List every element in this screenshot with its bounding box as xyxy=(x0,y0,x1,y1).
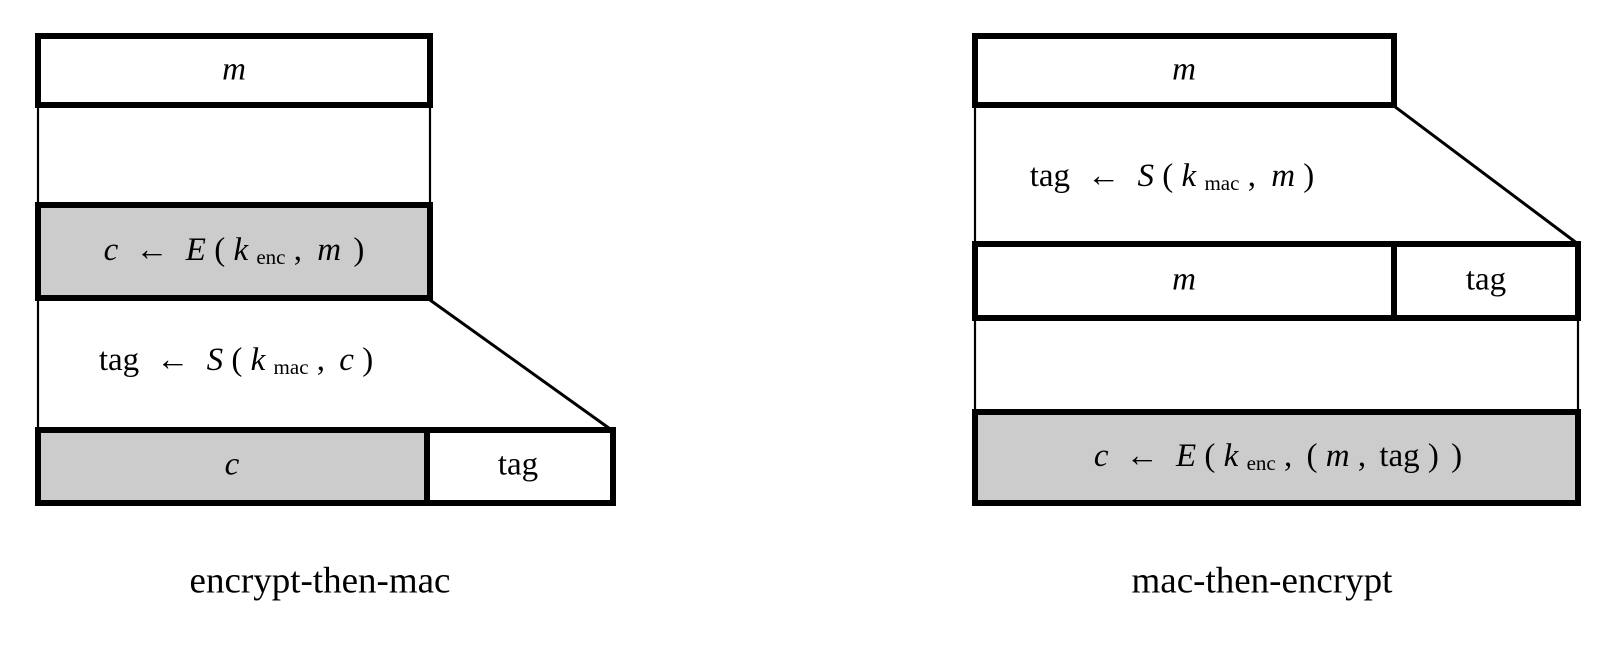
left-output-row: c tag xyxy=(35,427,616,506)
left-encrypt-output: c xyxy=(104,232,119,268)
left-encrypt-key-base: k xyxy=(233,232,249,268)
right-encrypt-close-paren: ) xyxy=(1451,438,1462,474)
left-encrypt-box-fill xyxy=(38,205,430,298)
right-mac-close-paren: ) xyxy=(1303,158,1314,194)
left-encrypt-func: E xyxy=(185,232,206,268)
left-mac-open-paren: ( xyxy=(231,342,242,378)
right-message-tag-tag-label: tag xyxy=(1466,262,1506,298)
right-encrypt-arg-comma: , xyxy=(1358,438,1366,474)
right-encrypt-arg-m: m xyxy=(1326,438,1350,474)
right-message-tag-outline xyxy=(972,241,1581,321)
left-mac-step-row: tag ← S ( k mac , c ) xyxy=(99,342,373,385)
left-encrypt-open-paren: ( xyxy=(214,232,225,268)
right-message-label: m xyxy=(1172,52,1196,88)
right-mac-label: tag ← S ( k mac , m ) xyxy=(1030,158,1315,201)
right-message-box-fill xyxy=(975,36,1394,105)
right-encrypt-func: E xyxy=(1175,438,1196,474)
right-mac-key-sub: mac xyxy=(1204,171,1239,195)
left-mac-comma: , xyxy=(317,342,325,378)
right-encrypt-box-outline xyxy=(972,409,1581,506)
left-message-row: m xyxy=(35,33,433,108)
left-output-tag-fill xyxy=(427,430,613,503)
left-encrypt-arg: m xyxy=(317,232,341,268)
left-encrypt-arrow: ← xyxy=(136,232,169,268)
right-mac-open-paren: ( xyxy=(1162,158,1173,194)
right-diagonal-connector xyxy=(1393,104,1579,246)
left-mac-arrow: ← xyxy=(156,342,189,378)
right-encrypt-arrow: ← xyxy=(1126,438,1159,474)
left-output-box-outline xyxy=(35,427,616,506)
left-encrypt-key-sub: enc xyxy=(256,245,285,269)
left-mac-key-base: k xyxy=(251,342,267,378)
right-encrypt-step-row: c ← E ( k enc , ( m , tag ) ) xyxy=(972,409,1581,506)
left-mac-close-paren: ) xyxy=(362,342,373,378)
right-encrypt-key-sub: enc xyxy=(1247,451,1276,475)
right-message-box-outline xyxy=(972,33,1397,108)
right-mac-output: tag xyxy=(1030,158,1070,194)
left-output-c-fill xyxy=(38,430,427,503)
right-encrypt-comma: , xyxy=(1284,438,1292,474)
right-mac-func: S xyxy=(1138,158,1155,194)
right-mac-arrow: ← xyxy=(1087,158,1120,194)
right-encrypt-arg-open-paren: ( xyxy=(1306,438,1317,474)
right-encrypt-arg-close-paren: ) xyxy=(1428,438,1439,474)
left-output-c-label: c xyxy=(225,447,240,483)
left-panel: m c ← E ( k enc , m ) xyxy=(35,33,616,601)
right-encrypt-label: c ← E ( k enc , ( m , tag ) ) xyxy=(1094,438,1462,481)
left-mac-label: tag ← S ( k mac , c ) xyxy=(99,342,373,385)
right-message-tag-row: m tag xyxy=(972,241,1581,321)
left-encrypt-close-paren: ) xyxy=(353,232,364,268)
left-output-tag-label: tag xyxy=(498,447,538,483)
left-encrypt-step-row: c ← E ( k enc , m ) xyxy=(35,202,433,301)
left-mac-output: tag xyxy=(99,342,139,378)
right-encrypt-key-base: k xyxy=(1224,438,1240,474)
left-encrypt-comma: , xyxy=(294,232,302,268)
left-panel-caption: encrypt-then-mac xyxy=(190,560,451,601)
right-mac-key-base: k xyxy=(1182,158,1198,194)
left-mac-arg: c xyxy=(339,342,354,378)
left-encrypt-box-outline xyxy=(35,202,433,301)
left-message-box-fill xyxy=(38,36,430,105)
left-mac-func: S xyxy=(207,342,224,378)
right-mac-arg: m xyxy=(1271,158,1295,194)
right-encrypt-output: c xyxy=(1094,438,1109,474)
left-encrypt-label: c ← E ( k enc , m ) xyxy=(104,232,365,275)
right-message-tag-m-label: m xyxy=(1172,262,1196,298)
right-message-row: m xyxy=(972,33,1397,108)
left-message-label: m xyxy=(222,52,246,88)
right-encrypt-open-paren: ( xyxy=(1204,438,1215,474)
left-message-box-outline xyxy=(35,33,433,108)
left-mac-key-sub: mac xyxy=(274,355,309,379)
left-diagonal-connector xyxy=(429,298,614,433)
right-message-tag-fill xyxy=(975,244,1578,318)
right-panel-caption: mac-then-encrypt xyxy=(1132,560,1394,601)
right-mac-comma: , xyxy=(1248,158,1256,194)
right-mac-step-row: tag ← S ( k mac , m ) xyxy=(1030,158,1315,201)
right-encrypt-arg-tag: tag xyxy=(1379,438,1419,474)
right-encrypt-box-fill xyxy=(975,412,1578,503)
right-panel: m tag ← S ( k mac , m ) xyxy=(972,33,1581,601)
